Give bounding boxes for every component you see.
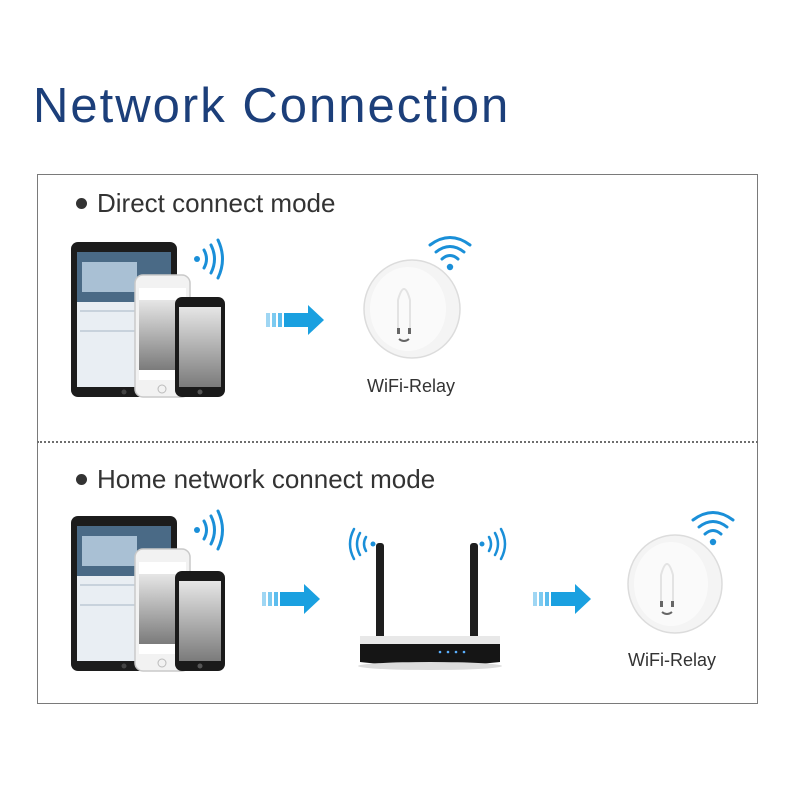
phone-black-icon [175,297,225,397]
arrow-icon [266,305,324,335]
direct-mode-heading: Direct connect mode [76,188,335,219]
wifi-icon [428,236,472,271]
diagram-panel [37,174,758,704]
wifi-relay-label: WiFi-Relay [367,376,455,396]
wifi-relay-icon [627,534,723,634]
home-mode-label: Home network connect mode [97,464,436,494]
bullet-icon [76,197,87,209]
arrow-icon [262,584,320,614]
router-icon [358,543,502,670]
router-signal-right-icon [479,527,507,561]
phone-black-icon [175,571,225,671]
wifi-relay-icon [363,259,461,359]
direct-mode-label: Direct connect mode [97,188,336,218]
arrow-icon [533,584,591,614]
router-signal-left-icon [348,527,376,561]
signal-waves-icon [194,238,224,280]
bullet-icon [76,473,87,485]
section-divider [37,441,758,443]
page-title: Network Connection [33,79,511,133]
signal-waves-icon [194,509,224,551]
wifi-relay-label: WiFi-Relay [628,650,716,670]
home-mode-heading: Home network connect mode [76,464,435,495]
wifi-icon [691,511,735,546]
